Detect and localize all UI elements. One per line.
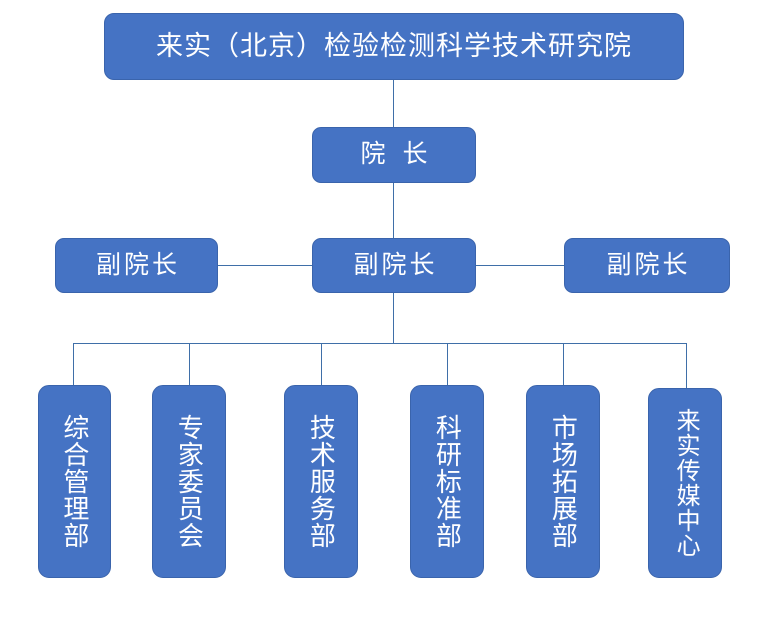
node-vice-director-right[interactable]: 副院长 [564, 238, 730, 293]
connector-bus-to-department-6 [686, 343, 687, 388]
connector-bus-to-department-2 [189, 343, 190, 385]
connector-root-to-director [393, 80, 394, 127]
node-institute-root[interactable]: 来实（北京）检验检测科学技术研究院 [104, 13, 684, 80]
node-department-technical-service[interactable]: 技术服务部 [284, 385, 358, 578]
connector-bus-to-department-5 [563, 343, 564, 385]
node-department-laishi-media-center[interactable]: 来实传媒中心 [648, 388, 722, 578]
node-department-label: 科研标准部 [432, 414, 463, 549]
node-department-label: 专家委员会 [174, 414, 205, 549]
node-department-label: 综合管理部 [59, 414, 90, 549]
connector-bus-to-department-1 [73, 343, 74, 385]
node-department-general-management[interactable]: 综合管理部 [38, 385, 111, 578]
connector-director-to-vice-center [393, 183, 394, 238]
connector-vice-center-to-vice-right [476, 265, 564, 266]
node-department-label: 来实传媒中心 [672, 408, 700, 558]
node-department-expert-committee[interactable]: 专家委员会 [152, 385, 226, 578]
connector-bus-to-department-3 [321, 343, 322, 385]
node-vice-director-left[interactable]: 副院长 [55, 238, 218, 293]
connector-vice-center-to-vice-left [218, 265, 312, 266]
node-vice-director-center[interactable]: 副院长 [312, 238, 476, 293]
connector-vice-center-to-bus [393, 292, 394, 343]
connector-bus-to-department-4 [447, 343, 448, 385]
node-department-market-development[interactable]: 市场拓展部 [526, 385, 600, 578]
node-department-label: 市场拓展部 [548, 414, 579, 549]
node-director[interactable]: 院 长 [312, 127, 476, 183]
connector-department-bus [73, 343, 686, 344]
node-department-research-standards[interactable]: 科研标准部 [410, 385, 484, 578]
node-department-label: 技术服务部 [306, 414, 337, 549]
